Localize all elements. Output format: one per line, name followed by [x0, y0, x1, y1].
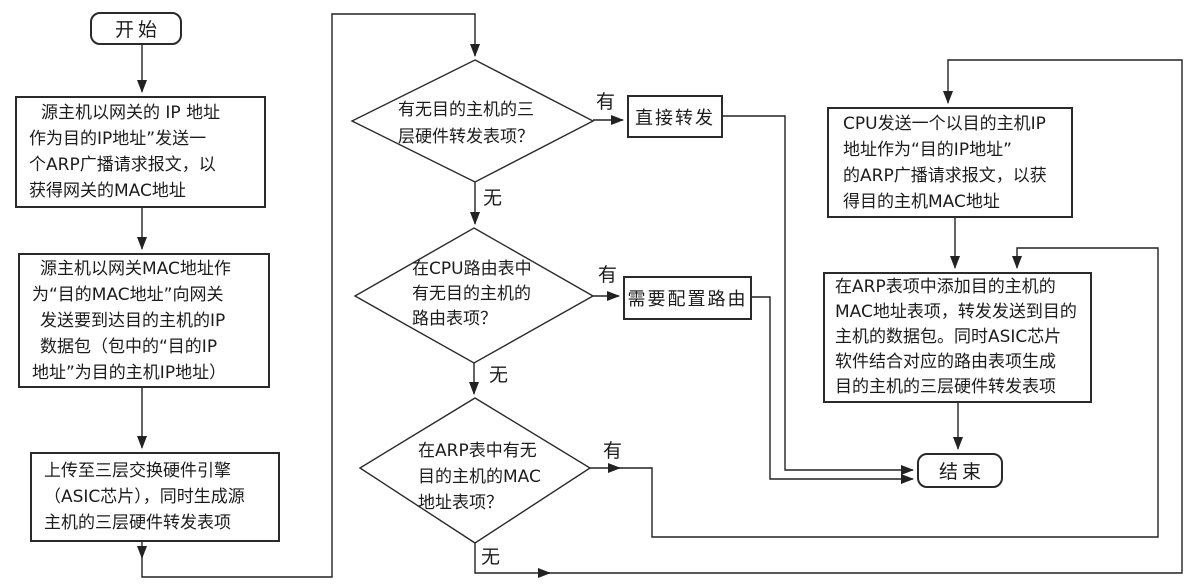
start-node: 开始 [90, 12, 182, 45]
edge-arp-no-to-cpu [548, 59, 1183, 574]
decision-l3-entry-line: 有无目的主机的三 [398, 100, 534, 120]
process-add-arp-entry-line: 主机的数据包。同时ASIC芯片 [835, 327, 1062, 347]
process-arp-gateway-line: 源主机以网关的 IP 地址 [41, 103, 221, 123]
process-upload-asic-line: 上传至三层交换硬件引擎 [44, 461, 231, 481]
edge-label-l3-yes: 有 [596, 91, 616, 113]
decision-l3-entry-text: 有无目的主机的三 层硬件转发表项？ [398, 97, 534, 151]
decision-cpu-route-line: 有无目的主机的 [412, 284, 531, 304]
edge-arp-yes-to-addentry [618, 247, 1159, 538]
decision-l3-entry-line: 层硬件转发表项？ [398, 127, 534, 147]
process-send-packet-line: 发送要到达目的主机的IP [40, 310, 226, 331]
process-cpu-arp-line: 地址作为“目的IP地址” [843, 139, 1012, 160]
edge-label-arp-yes: 有 [603, 440, 623, 462]
process-arp-gateway-line: 获得网关的MAC地址 [29, 181, 186, 201]
process-direct-forward-label: 直接转发 [635, 107, 715, 129]
edge-upload-loop-to-l3decision [141, 13, 480, 578]
process-upload-asic: 上传至三层交换硬件引擎 （ASIC芯片），同时生成源 主机的三层硬件转发表项 [30, 452, 280, 542]
edge-needroute-to-end [752, 296, 914, 484]
end-node: 结束 [917, 453, 1003, 488]
end-label: 结束 [938, 461, 985, 483]
decision-l3-entry-shape [350, 59, 595, 183]
decision-arp-mac-line: 目的主机的MAC [418, 467, 541, 487]
edge-label-l3-no: 无 [483, 187, 503, 209]
process-add-arp-entry-line: 目的主机的三层硬件转发表项 [835, 377, 1056, 397]
edge-label-route-no: 无 [489, 364, 509, 386]
process-cpu-arp: CPU发送一个以目的主机IP 地址作为“目的IP地址” 的ARP广播请求报文，以… [827, 107, 1073, 218]
process-send-packet-line: 为“目的MAC地址”向网关 [32, 284, 224, 305]
process-send-packet-line: 地址”为目的主机IP地址） [32, 362, 227, 383]
process-cpu-arp-line: CPU发送一个以目的主机IP [843, 113, 1046, 134]
decision-cpu-route-shape [353, 227, 595, 364]
edge-arp-no-arrow [474, 543, 551, 578]
process-add-arp-entry-line: MAC地址表项，转发发送到目的 [835, 302, 1077, 322]
decision-cpu-route-line: 路由表项？ [412, 309, 497, 329]
edge-label-route-yes: 有 [598, 264, 618, 286]
process-add-arp-entry: 在ARP表项中添加目的主机的 MAC地址表项，转发发送到目的 主机的数据包。同时… [823, 272, 1092, 403]
process-upload-asic-line: 主机的三层硬件转发表项 [44, 513, 231, 533]
decision-cpu-route-text: 在CPU路由表中 有无目的主机的 路由表项？ [412, 257, 532, 332]
process-upload-asic-line: （ASIC芯片），同时生成源 [44, 487, 245, 507]
process-direct-forward: 直接转发 [627, 95, 723, 138]
process-send-packet-line: 源主机以网关MAC地址作 [40, 258, 231, 279]
process-add-arp-entry-line: 软件结合对应的路由表项生成 [835, 352, 1056, 372]
process-send-packet-line: 数据包（包中的“目的IP [40, 336, 218, 357]
decision-arp-mac-line: 在ARP表中有无 [418, 441, 537, 461]
process-need-route-label: 需要配置路由 [627, 289, 748, 310]
decision-arp-mac-text: 在ARP表中有无 目的主机的MAC 地址表项？ [418, 438, 541, 516]
decision-arp-mac-shape [358, 397, 592, 544]
decision-cpu-route-line: 在CPU路由表中 [412, 259, 532, 279]
process-arp-gateway: 源主机以网关的 IP 地址 作为目的IP地址”发送一 个ARP广播请求报文，以 … [15, 96, 266, 208]
decision-arp-mac-line: 地址表项？ [418, 493, 503, 513]
process-arp-gateway-line: 作为目的IP地址”发送一 [29, 129, 207, 149]
process-cpu-arp-line: 得目的主机MAC地址 [843, 191, 1000, 212]
process-send-packet: 源主机以网关MAC地址作 为“目的MAC地址”向网关 发送要到达目的主机的IP … [18, 253, 270, 388]
edge-label-arp-no: 无 [481, 546, 501, 568]
process-cpu-arp-line: 的ARP广播请求报文，以获 [843, 165, 1047, 186]
start-label: 开始 [114, 19, 161, 41]
process-arp-gateway-line: 个ARP广播请求报文，以 [29, 155, 216, 175]
edge-forward-to-end [723, 115, 914, 475]
process-add-arp-entry-line: 在ARP表项中添加目的主机的 [835, 277, 1056, 297]
process-need-route: 需要配置路由 [623, 276, 752, 320]
